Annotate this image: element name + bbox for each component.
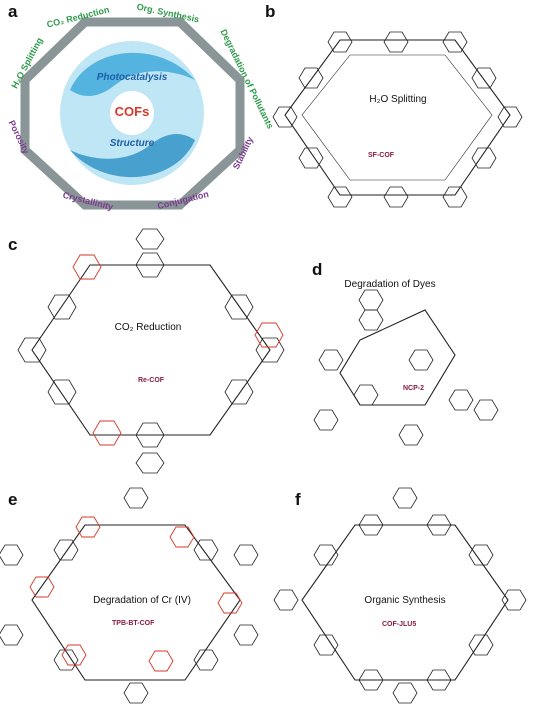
inner-bottom-text: Structure <box>109 138 155 149</box>
panel-f: f Organic Synthesis COF-JLU5 <box>270 485 537 712</box>
panel-c: c CO₂ Reduction Re-COF <box>0 225 305 480</box>
panel-letter-d: d <box>312 260 323 279</box>
panel-letter-a: a <box>8 2 18 21</box>
panel-letter-c: c <box>8 235 18 254</box>
inner-top-text: Photocatalysis <box>96 72 168 83</box>
panel-e-caption: Degradation of Cr (IV) <box>93 595 191 606</box>
panel-b: b H₂O Splitting SF-COF <box>260 0 537 225</box>
panel-letter-f: f <box>295 490 301 509</box>
sf-cof-structure <box>272 31 523 208</box>
panel-e-cof-name: TPB-BT-COF <box>112 620 155 627</box>
re-cof-structure <box>17 228 285 474</box>
panel-a: a COFs Photocatalysis Structure H₂O Spli… <box>0 0 276 225</box>
panel-c-cof-name: Re-COF <box>138 377 165 384</box>
panel-e: e Degradation of Cr (IV) TPB-BT-COF <box>0 485 270 712</box>
panel-letter-b: b <box>265 2 276 21</box>
center-cofs-text: COFs <box>114 104 150 119</box>
panel-d: d Degradation of Dyes NCP-2 <box>305 255 537 455</box>
panel-b-cof-name: SF-COF <box>368 152 395 159</box>
tpb-bt-cof-structure <box>0 487 259 704</box>
panel-d-cof-name: NCP-2 <box>403 385 425 392</box>
panel-d-caption: Degradation of Dyes <box>344 279 436 290</box>
panel-f-caption: Organic Synthesis <box>364 595 446 606</box>
cof-jlu5-structure <box>273 487 527 704</box>
panel-c-caption: CO₂ Reduction <box>114 322 182 333</box>
panel-b-caption: H₂O Splitting <box>369 94 427 105</box>
cof-concept-octagon <box>20 17 245 210</box>
panel-f-cof-name: COF-JLU5 <box>382 621 417 628</box>
panel-letter-e: e <box>8 490 18 509</box>
ncp-2-structure <box>313 289 499 446</box>
